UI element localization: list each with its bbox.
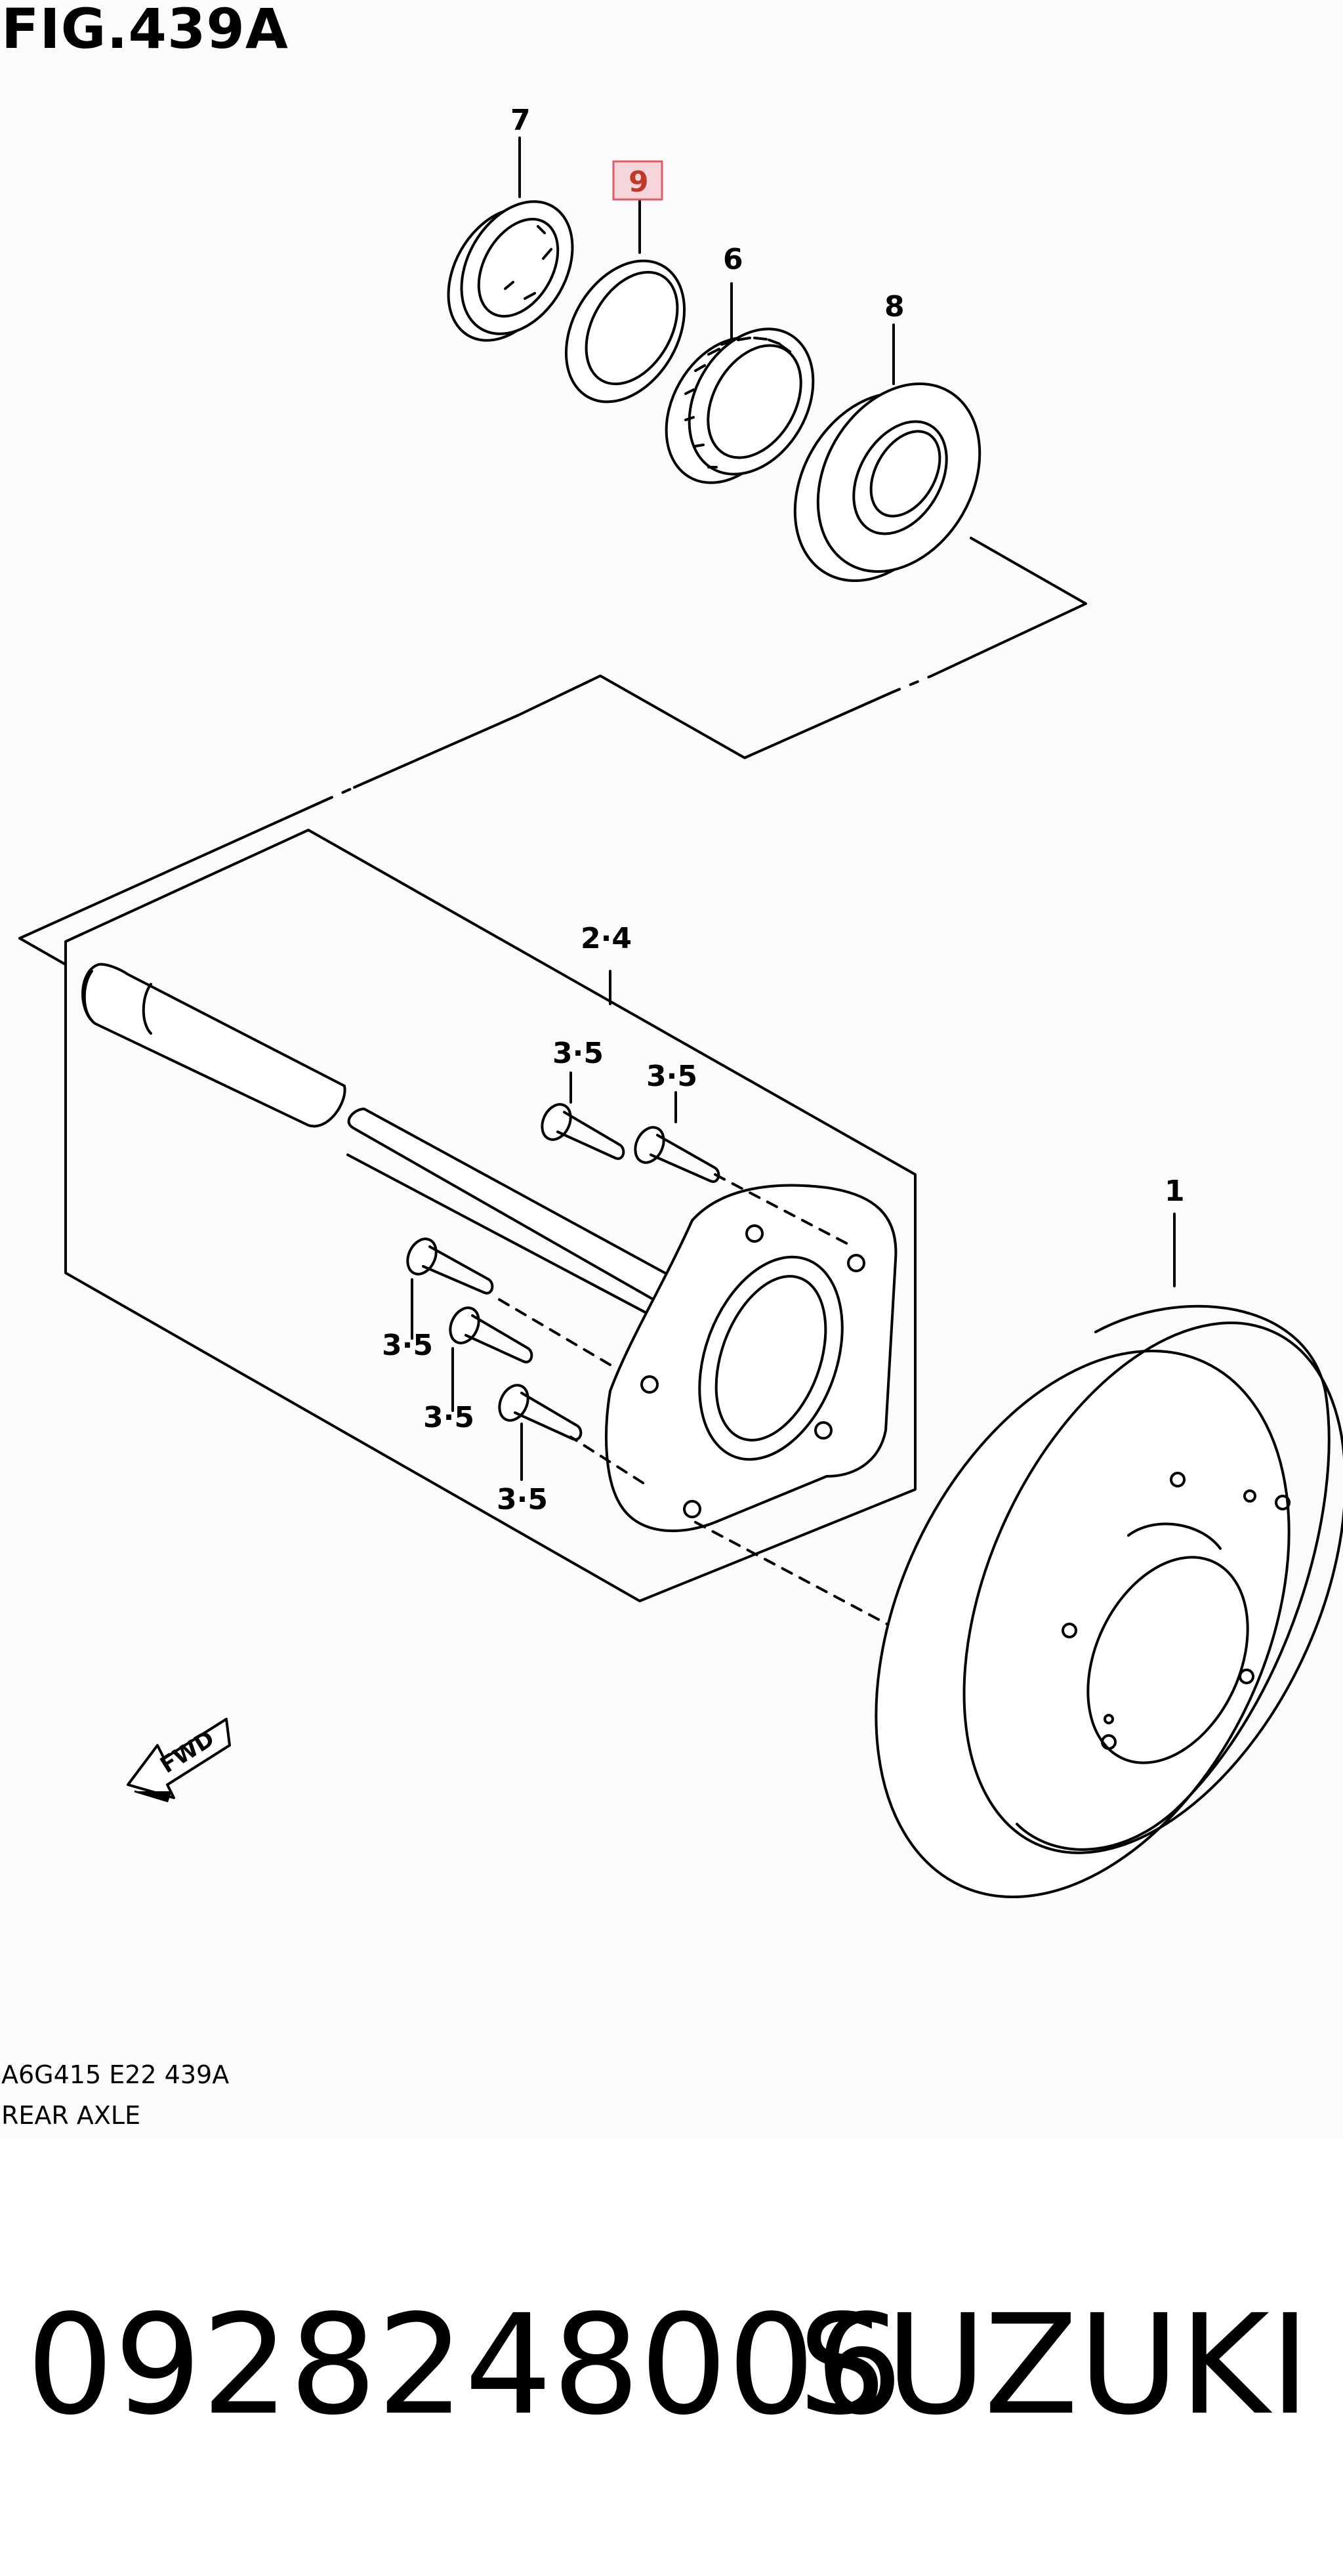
wheel-stud-2 — [634, 1126, 720, 1183]
figure-title: FIG.439A — [1, 0, 289, 61]
figure-code: A6G415 E22 439A — [1, 2060, 230, 2089]
callout-3-5-a: 3·5 — [552, 1037, 604, 1070]
callout-3-5-d: 3·5 — [423, 1401, 474, 1434]
callout-9: 9 — [629, 165, 649, 199]
callout-2-4: 2·4 — [581, 922, 632, 955]
callout-3-5-e: 3·5 — [497, 1483, 548, 1516]
brand-name: SUZUKI — [798, 2285, 1310, 2445]
wheel-stud-1 — [541, 1103, 625, 1160]
callout-6: 6 — [723, 243, 743, 276]
exploded-view-outline — [18, 537, 1087, 940]
wheel-stud-5 — [498, 1384, 583, 1441]
oil-seal-part-7 — [447, 200, 574, 342]
retainer-ring-part-9 — [564, 259, 686, 404]
wheel-stud-4 — [449, 1306, 533, 1363]
brake-drum-part-1 — [875, 1304, 1343, 1898]
callout-9-highlight — [612, 160, 663, 201]
callout-8: 8 — [884, 290, 905, 323]
axle-assembly-box — [64, 829, 917, 1602]
bearing-part-8 — [793, 382, 981, 583]
backing-plate — [605, 1184, 898, 1533]
callout-3-5-b: 3·5 — [646, 1060, 697, 1093]
callout-1: 1 — [1165, 1174, 1185, 1208]
figure-name: REAR AXLE — [1, 2101, 141, 2130]
callout-3-5-c: 3·5 — [382, 1329, 433, 1362]
callout-7: 7 — [510, 104, 531, 137]
part-number: 0928248006 — [26, 2285, 903, 2445]
fwd-arrow: FWD — [127, 1718, 231, 1802]
wheel-stud-3 — [406, 1237, 494, 1295]
sensor-ring-part-6 — [665, 327, 815, 484]
axle-shaft — [81, 963, 690, 1333]
